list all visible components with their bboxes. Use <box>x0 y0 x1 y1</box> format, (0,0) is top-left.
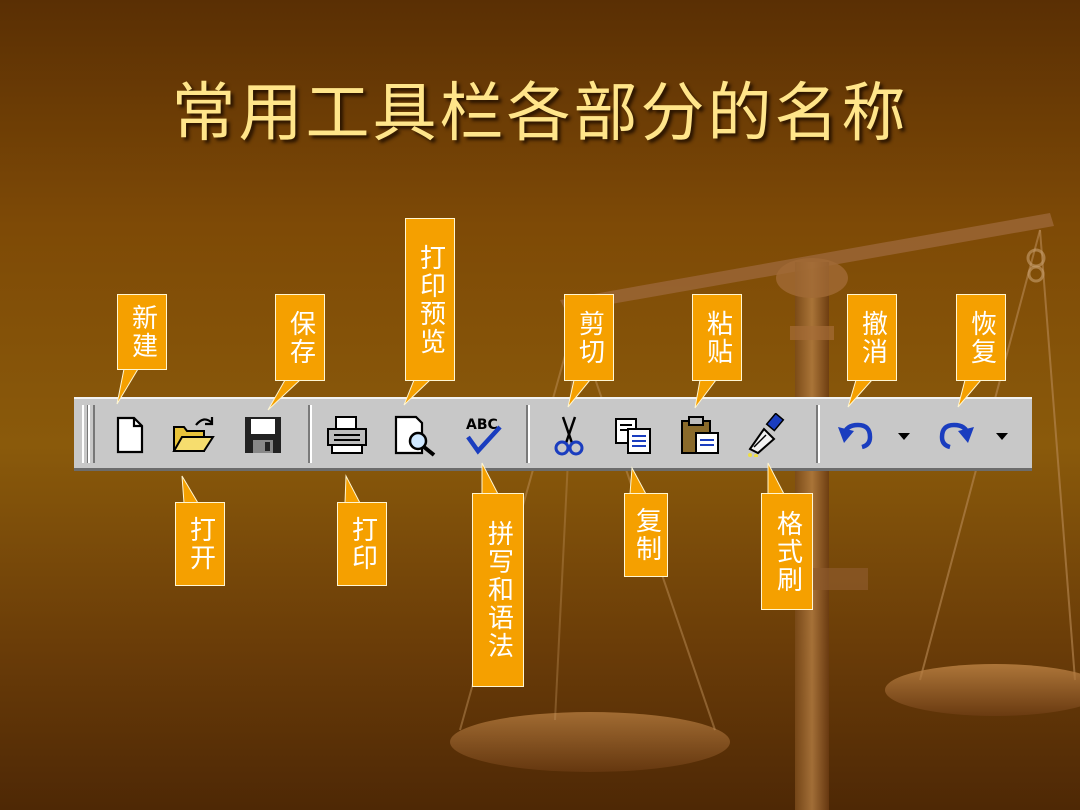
svg-text:ABC: ABC <box>466 417 498 433</box>
open-folder-icon[interactable] <box>170 413 216 457</box>
new-document-icon[interactable] <box>106 413 152 457</box>
copy-icon[interactable] <box>610 413 656 457</box>
spelling-check-icon[interactable]: ABC <box>460 413 506 457</box>
redo-icon[interactable] <box>932 413 978 457</box>
paste-icon[interactable] <box>678 413 724 457</box>
toolbar-separator <box>526 405 530 463</box>
toolbar-separator <box>308 405 312 463</box>
redo-dropdown-arrow[interactable] <box>990 413 1014 457</box>
save-disk-icon[interactable] <box>240 413 286 457</box>
toolbar-separator <box>816 405 820 463</box>
standard-toolbar: ABC <box>74 397 1032 471</box>
callout-copy: 复制 <box>624 493 668 577</box>
callout-cut: 剪切 <box>564 294 614 381</box>
callout-open: 打开 <box>175 502 225 586</box>
toolbar-grip-2[interactable] <box>88 405 95 463</box>
callout-print: 打印 <box>337 502 387 586</box>
callout-spelling-grammar: 拼写和语法 <box>472 493 524 687</box>
callout-format-painter: 格式刷 <box>761 493 813 610</box>
scissors-icon[interactable] <box>546 413 592 457</box>
undo-dropdown-arrow[interactable] <box>892 413 916 457</box>
callout-undo: 撤消 <box>847 294 897 381</box>
callout-print-preview: 打印预览 <box>405 218 455 381</box>
callout-save: 保存 <box>275 294 325 381</box>
undo-icon[interactable] <box>834 413 880 457</box>
callout-new: 新建 <box>117 294 167 370</box>
format-painter-icon[interactable] <box>744 413 790 457</box>
print-preview-icon[interactable] <box>392 413 438 457</box>
slide-title: 常用工具栏各部分的名称 <box>171 77 909 151</box>
callout-paste: 粘贴 <box>692 294 742 381</box>
callout-redo: 恢复 <box>956 294 1006 381</box>
printer-icon[interactable] <box>324 413 370 457</box>
